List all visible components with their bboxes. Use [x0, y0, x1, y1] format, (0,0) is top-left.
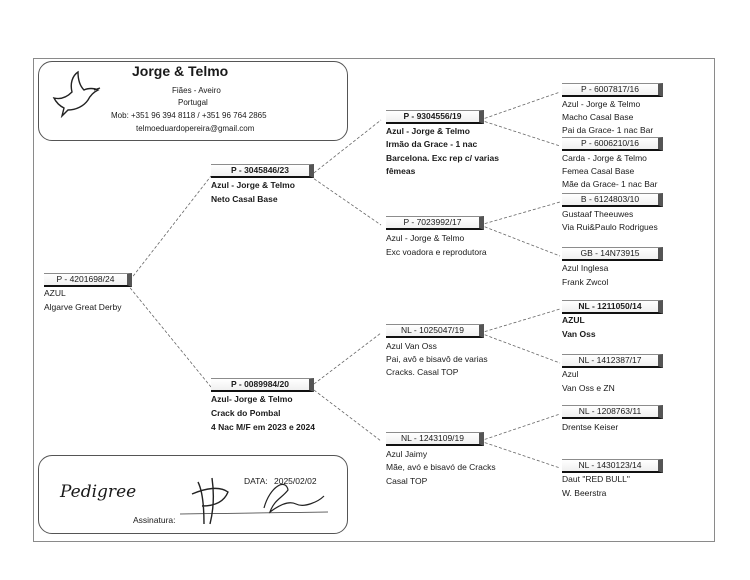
ssd-ring: P - 6006210/16	[562, 137, 663, 151]
ss-line-2: Irmão da Grace - 1 nac	[386, 139, 478, 149]
signature-label: Assinatura:	[133, 515, 176, 525]
sd-ring: P - 7023992/17	[386, 216, 484, 230]
pedigree-frame	[33, 58, 715, 542]
subject-note: Algarve Great Derby	[44, 302, 122, 312]
ddd-line-2: W. Beerstra	[562, 488, 607, 498]
ddd-line-1: Daut "RED BULL"	[562, 474, 630, 484]
sdd-ring: GB - 14N73915	[562, 247, 663, 261]
dam-line-1: Azul- Jorge & Telmo	[211, 394, 293, 404]
dove-icon	[52, 70, 101, 118]
sds-line-1: Gustaaf Theeuwes	[562, 209, 634, 219]
dds-line-1: Drentse Keiser	[562, 422, 619, 432]
breeder-phones: Mob: +351 96 394 8118 / +351 96 764 2865	[111, 111, 267, 120]
dd-line-1: Azul Jaimy	[386, 449, 428, 459]
dsd-ring: NL - 1412387/17	[562, 354, 663, 368]
signature-mark	[179, 477, 329, 525]
ss-ring: P - 9304556/19	[386, 110, 484, 124]
sss-line-2: Macho Casal Base	[562, 112, 634, 122]
subject-color: AZUL	[44, 288, 66, 298]
breeder-email: telmoeduardopereira@gmail.com	[136, 124, 255, 133]
dss-ring: NL - 1211050/14	[562, 300, 663, 314]
breeder-title: Jorge & Telmo	[132, 63, 229, 79]
sire-line-2: Neto Casal Base	[211, 194, 278, 204]
pedigree-title: Pedigree	[60, 482, 137, 502]
dsd-line-1: Azul	[562, 369, 579, 379]
ss-line-3: Barcelona. Exc rep c/ varias	[386, 153, 499, 163]
ddd-ring: NL - 1430123/14	[562, 459, 663, 473]
dam-ring: P - 0089984/20	[211, 378, 314, 392]
sd-line-2: Exc voadora e reprodutora	[386, 247, 487, 257]
dss-line-1: AZUL	[562, 315, 585, 325]
header-box	[38, 61, 348, 141]
breeder-location-1: Fiães - Aveiro	[172, 86, 221, 95]
dd-line-2: Mãe, avó e bisavó de Cracks	[386, 462, 496, 472]
ds-ring: NL - 1025047/19	[386, 324, 484, 338]
dam-line-2: Crack do Pombal	[211, 408, 281, 418]
date-value: 2025/02/02	[274, 476, 317, 486]
dsd-line-2: Van Oss e ZN	[562, 383, 615, 393]
sire-ring: P - 3045846/23	[211, 164, 314, 178]
subject-ring: P - 4201698/24	[44, 273, 132, 287]
sd-line-1: Azul - Jorge & Telmo	[386, 233, 465, 243]
ss-line-4: fêmeas	[386, 166, 416, 176]
footer-box	[38, 455, 348, 534]
sdd-line-2: Frank Zwcol	[562, 277, 609, 287]
dss-line-2: Van Oss	[562, 329, 596, 339]
sss-line-3: Pai da Grace- 1 nac Bar	[562, 125, 654, 135]
ds-line-3: Cracks. Casal TOP	[386, 367, 459, 377]
sds-line-2: Via Rui&Paulo Rodrigues	[562, 222, 658, 232]
ssd-line-3: Mãe da Grace- 1 nac Bar	[562, 179, 658, 189]
ds-line-1: Azul Van Oss	[386, 341, 437, 351]
dd-ring: NL - 1243109/19	[386, 432, 484, 446]
dam-line-3: 4 Nac M/F em 2023 e 2024	[211, 422, 315, 432]
sire-line-1: Azul - Jorge & Telmo	[211, 180, 295, 190]
sss-line-1: Azul - Jorge & Telmo	[562, 99, 641, 109]
sdd-line-1: Azul Inglesa	[562, 263, 609, 273]
breeder-location-2: Portugal	[178, 98, 208, 107]
sds-ring: B - 6124803/10	[562, 193, 663, 207]
ssd-line-2: Femea Casal Base	[562, 166, 635, 176]
date-label: DATA:	[244, 476, 268, 486]
dds-ring: NL - 1208763/11	[562, 405, 663, 419]
dd-line-3: Casal TOP	[386, 476, 428, 486]
sss-ring: P - 6007817/16	[562, 83, 663, 97]
ss-line-1: Azul - Jorge & Telmo	[386, 126, 470, 136]
ssd-line-1: Carda - Jorge & Telmo	[562, 153, 647, 163]
ds-line-2: Pai, avô e bisavô de varias	[386, 354, 488, 364]
